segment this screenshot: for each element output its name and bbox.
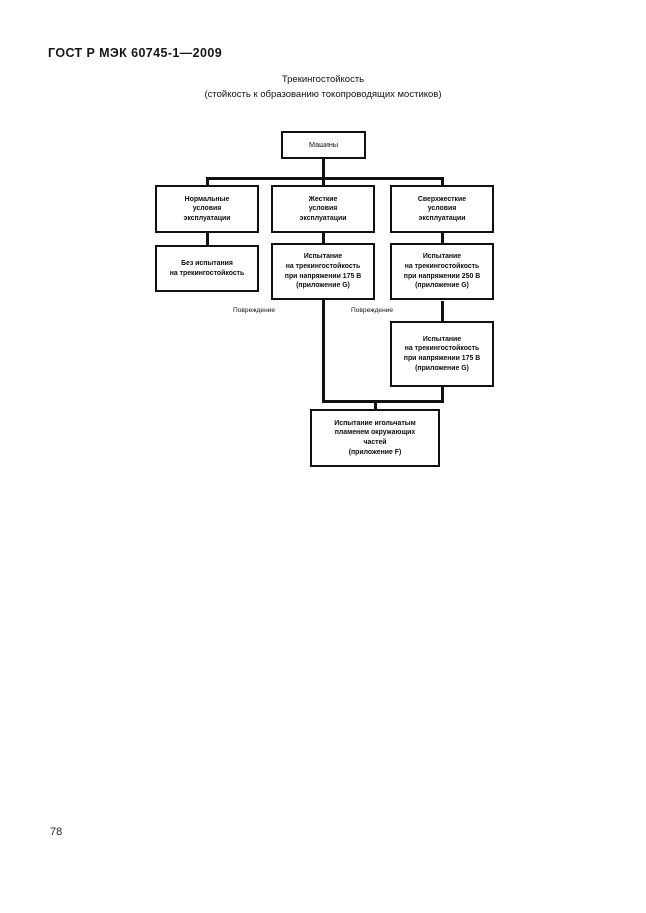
figure-title-line-1: Трекингостойкость [281, 74, 365, 85]
edge-label-damage-left: Повреждение [232, 307, 277, 314]
node-needle-flame-test: Испытание игольчатым пламенем окружающих… [310, 409, 440, 467]
edge-label-damage-right: Повреждение [350, 307, 395, 314]
node-hard-conditions-label: Жесткие условия эксплуатации [299, 195, 347, 222]
node-test-175v-label: Испытание на трекингостойкость при напря… [284, 253, 362, 290]
node-severe-conditions-label: Сверхжесткие условия эксплуатации [417, 195, 467, 222]
connector-severe-to-test [441, 233, 444, 243]
node-no-test-label: Без испытания на трекингостойкость [169, 259, 245, 277]
node-test-250v: Испытание на трекингостойкость при напря… [390, 243, 494, 300]
node-test-250v-label: Испытание на трекингостойкость при напря… [403, 253, 481, 290]
node-hard-conditions: Жесткие условия эксплуатации [271, 185, 375, 233]
node-test-175v-retest: Испытание на трекингостойкость при напря… [390, 321, 494, 387]
connector-normal-to-test [206, 233, 209, 245]
figure-title-line-2: (стойкость к образованию токопроводящих … [204, 89, 442, 100]
node-test-175v: Испытание на трекингостойкость при напря… [271, 243, 375, 300]
connector-hard-to-test [322, 233, 325, 243]
connector-damage-left-vertical [322, 300, 325, 402]
connector-retest-to-merge [441, 387, 444, 402]
connector-merge-stem [374, 400, 377, 410]
connector-merge-bar [322, 400, 444, 403]
connector-root-stem [322, 159, 325, 179]
node-test-175v-retest-label: Испытание на трекингостойкость при напря… [403, 335, 481, 372]
node-root: Машины [281, 131, 366, 159]
connector-damage-right-vertical [441, 301, 444, 321]
standard-header: ГОСТ Р МЭК 60745-1—2009 [48, 46, 223, 60]
node-severe-conditions: Сверхжесткие условия эксплуатации [390, 185, 494, 233]
connector-drop-normal [206, 177, 209, 185]
node-needle-flame-test-label: Испытание игольчатым пламенем окружающих… [334, 419, 416, 456]
node-root-label: Машины [309, 140, 338, 150]
page-number: 78 [50, 826, 63, 838]
node-no-test: Без испытания на трекингостойкость [155, 245, 259, 292]
connector-drop-hard [322, 177, 325, 185]
connector-drop-severe [441, 177, 444, 185]
node-normal-conditions: Нормальные условия эксплуатации [155, 185, 259, 233]
node-normal-conditions-label: Нормальные условия эксплуатации [183, 195, 231, 222]
connector-fanout-bar [206, 177, 444, 180]
figure-title: Трекингостойкость (стойкость к образован… [0, 72, 646, 102]
